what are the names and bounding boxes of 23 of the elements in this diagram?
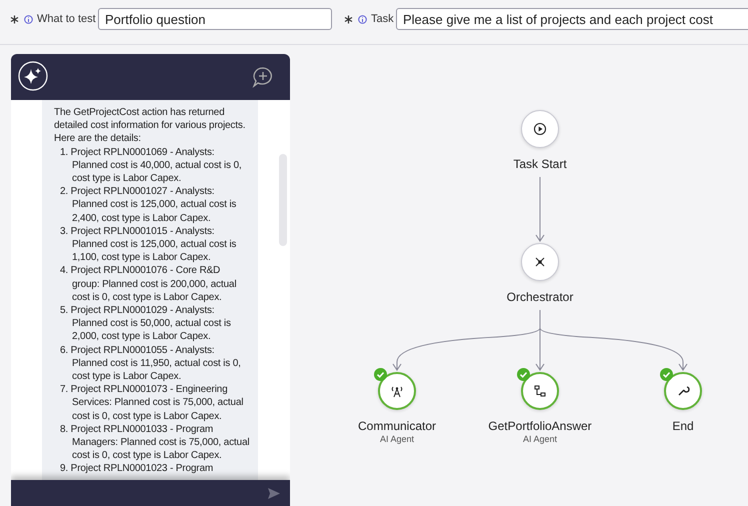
list-item: 2. Project RPLN0001027 - Analysts: Planned cost is 125,000, actual cost is 2,400, cost type is Labor Capex. xyxy=(59,185,238,225)
list-item: 8. Project RPLN0001033 - Program Managers: Planned cost is 75,000, actual cost is 0, cost type is Labor Capex. xyxy=(59,422,250,462)
node-subtitle: AI Agent xyxy=(380,434,414,444)
node-title: Communicator xyxy=(358,419,436,433)
node-title: GetPortfolioAnswer xyxy=(488,419,592,433)
list-item: 3. Project RPLN0001015 - Analysts: Planned cost is 125,000, actual cost is 1,100, cost type is Labor Capex. xyxy=(59,224,238,264)
list-item: 1. Project RPLN0001069 - Analysts: Planned cost is 40,000, actual cost is 0, cost type is Labor Capex. xyxy=(59,146,243,186)
field-label: What to test xyxy=(37,13,96,25)
node-subtitle: AI Agent xyxy=(522,434,558,444)
arrow xyxy=(535,176,545,242)
node-title: End xyxy=(672,419,694,433)
arrow xyxy=(540,310,688,371)
field-label: Task xyxy=(371,13,394,25)
list-item: 5. Project RPLN0001029 - Analysts: Planned cost is 50,000, actual cost is 2,000, cost type is Labor Capex. xyxy=(59,304,232,344)
list-item: 6. Project RPLN0001055 - Analysts: Planned cost is 11,950, actual cost is 0, cost type is Labor Capex. xyxy=(59,344,242,384)
text-field: Please give me a list of projects and each project cost xyxy=(396,8,748,30)
message-text: The GetProjectCost action has returned detailed cost information for various projects. Here are the details: xyxy=(54,106,246,146)
list-item: 7. Project RPLN0001073 - Engineering Services: Planned cost is 75,000, actual cost is 0, cost type is Labor Capex. xyxy=(59,383,244,423)
list-item: 9. Project RPLN0001023 - Program xyxy=(59,462,214,476)
list-item: 4. Project RPLN0001076 - Core R&D group: Planned cost is 200,000, actual cost is 0, cost type is Labor Capex. xyxy=(59,264,238,304)
node-title: Orchestrator xyxy=(506,290,574,304)
node-title: Task Start xyxy=(513,157,567,171)
text-field: Portfolio question xyxy=(98,8,332,30)
